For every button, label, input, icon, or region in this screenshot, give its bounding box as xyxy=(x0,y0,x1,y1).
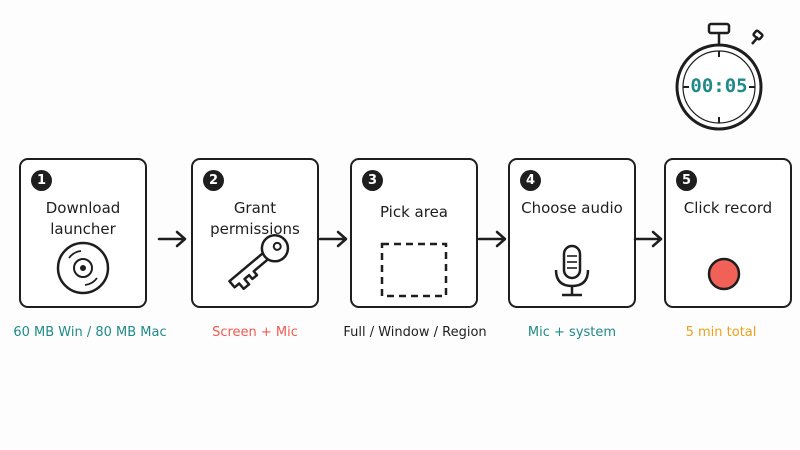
arrow-right-icon xyxy=(157,230,187,248)
key-icon xyxy=(228,234,290,291)
step-card-record: 5 Click record xyxy=(664,158,792,308)
step-card-pick-area: 3 Pick area xyxy=(350,158,478,308)
step-title: Pick area xyxy=(379,203,449,221)
step-number: 2 xyxy=(203,170,224,191)
step-number: 1 xyxy=(31,170,52,191)
step-caption: Screen + Mic xyxy=(212,325,298,340)
step-number: 5 xyxy=(676,170,697,191)
step-title: Choose audio xyxy=(521,199,623,217)
step-card-download: 1 Download launcher xyxy=(19,158,147,308)
step-card-permissions: 2 Grant permissions xyxy=(191,158,319,308)
step-number: 4 xyxy=(520,170,541,191)
step-card-audio: 4 Choose audio xyxy=(508,158,636,308)
microphone-icon xyxy=(554,244,590,297)
step-number: 3 xyxy=(362,170,383,191)
step-caption: Mic + system xyxy=(527,325,617,340)
stopwatch-icon xyxy=(675,22,764,131)
timer-readout: 00:05 xyxy=(690,75,748,97)
step-title: Click record xyxy=(683,199,773,217)
arrow-right-icon xyxy=(477,230,507,248)
record-icon xyxy=(707,257,741,291)
step-caption: Full / Window / Region xyxy=(343,325,487,340)
step-caption: 60 MB Win / 80 MB Mac xyxy=(13,325,167,340)
step-title: Download launcher xyxy=(45,199,121,238)
dashed-selection-icon xyxy=(380,242,448,298)
step-caption: 5 min total xyxy=(685,325,757,340)
arrow-right-icon xyxy=(318,230,348,248)
arrow-right-icon xyxy=(633,230,663,248)
step-title: Grant permissions xyxy=(210,199,300,238)
disc-icon xyxy=(56,241,110,295)
